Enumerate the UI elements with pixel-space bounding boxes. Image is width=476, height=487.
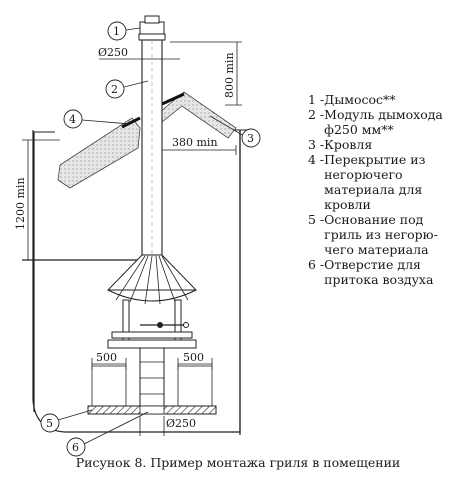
callout-3-leader <box>209 115 245 137</box>
dim-roof-clearance <box>161 145 237 155</box>
chimney-fan-cap <box>144 15 160 24</box>
legend-text: Дымосос** <box>324 92 396 107</box>
dim-flue-top-label: Ø250 <box>98 46 128 59</box>
roof-left <box>57 117 141 189</box>
legend-text: Основание под гриль из негорю- чего мате… <box>324 212 438 257</box>
legend-num: 6 - <box>308 257 325 272</box>
dim-clearance-top <box>170 41 242 106</box>
legend-text: Модуль дымохода ф250 мм** <box>324 107 443 137</box>
legend-item-4: 4 - Перекрытие из негорючего материала д… <box>308 152 468 212</box>
roof-right-edge <box>161 92 185 106</box>
callout-4 <box>63 109 83 129</box>
dim-base-left <box>91 358 127 370</box>
grill-frame <box>107 299 197 349</box>
chimney-fan-base <box>138 33 166 41</box>
dim-base-right-label: 500 <box>183 351 204 364</box>
legend-num: 5 - <box>308 212 325 227</box>
dim-ceiling-height-label: 1200 min <box>14 177 27 230</box>
legend-item-3: 3 - Кровля <box>308 137 468 152</box>
legend-item-6: 6 - Отверстие для притока воздуха <box>308 257 468 287</box>
dim-ceiling-height <box>22 139 60 260</box>
roof-left-edge <box>121 116 141 129</box>
hood-rim <box>107 289 197 302</box>
callout-1-number: 1 <box>113 25 120 38</box>
base-left-block <box>91 365 127 407</box>
dim-base-right <box>177 358 213 370</box>
air-inlet <box>139 405 165 415</box>
callout-6-leader <box>83 411 149 445</box>
legend: 1 - Дымосос** 2 - Модуль дымохода ф250 м… <box>308 92 468 287</box>
legend-num: 1 - <box>308 92 325 107</box>
legend-text: Кровля <box>324 137 373 152</box>
callout-6-number: 6 <box>72 441 79 454</box>
callout-5 <box>40 413 60 433</box>
callout-1 <box>107 21 127 41</box>
legend-num: 2 - <box>308 107 325 122</box>
dim-base-left-label: 500 <box>96 351 117 364</box>
dim-clearance-top-label: 800 min <box>223 52 236 98</box>
callout-1-leader <box>125 27 141 31</box>
chimney-fan <box>139 21 165 35</box>
legend-item-1: 1 - Дымосос** <box>308 92 468 107</box>
legend-item-5: 5 - Основание под гриль из негорю- чего … <box>308 212 468 257</box>
legend-text: Перекрытие из негорючего материала для к… <box>324 152 426 212</box>
callout-2 <box>105 79 125 99</box>
callout-6 <box>66 437 86 457</box>
callout-2-leader <box>123 80 149 88</box>
callout-5-leader <box>57 409 93 421</box>
dim-opening <box>139 416 214 436</box>
callout-2-number: 2 <box>111 83 118 96</box>
legend-num: 4 - <box>308 152 325 167</box>
figure-caption: Рисунок 8. Пример монтажа гриля в помеще… <box>75 455 401 470</box>
base-right-block <box>177 365 213 407</box>
legend-item-2: 2 - Модуль дымохода ф250 мм** <box>308 107 468 137</box>
legend-text: Отверстие для притока воздуха <box>324 257 434 287</box>
grill-knob <box>183 322 189 328</box>
callout-5-number: 5 <box>46 417 53 430</box>
callout-3-number: 3 <box>247 132 254 145</box>
dim-roof-clearance-label: 380 min <box>172 136 218 149</box>
callout-3 <box>241 128 261 148</box>
callout-4-number: 4 <box>69 113 76 126</box>
pedestal-slats <box>140 361 164 395</box>
callout-4-leader <box>81 119 131 125</box>
hood-ribs <box>115 255 189 305</box>
dim-opening-label: Ø250 <box>166 417 196 430</box>
legend-num: 3 - <box>308 137 325 152</box>
dim-flue-top <box>99 54 180 64</box>
